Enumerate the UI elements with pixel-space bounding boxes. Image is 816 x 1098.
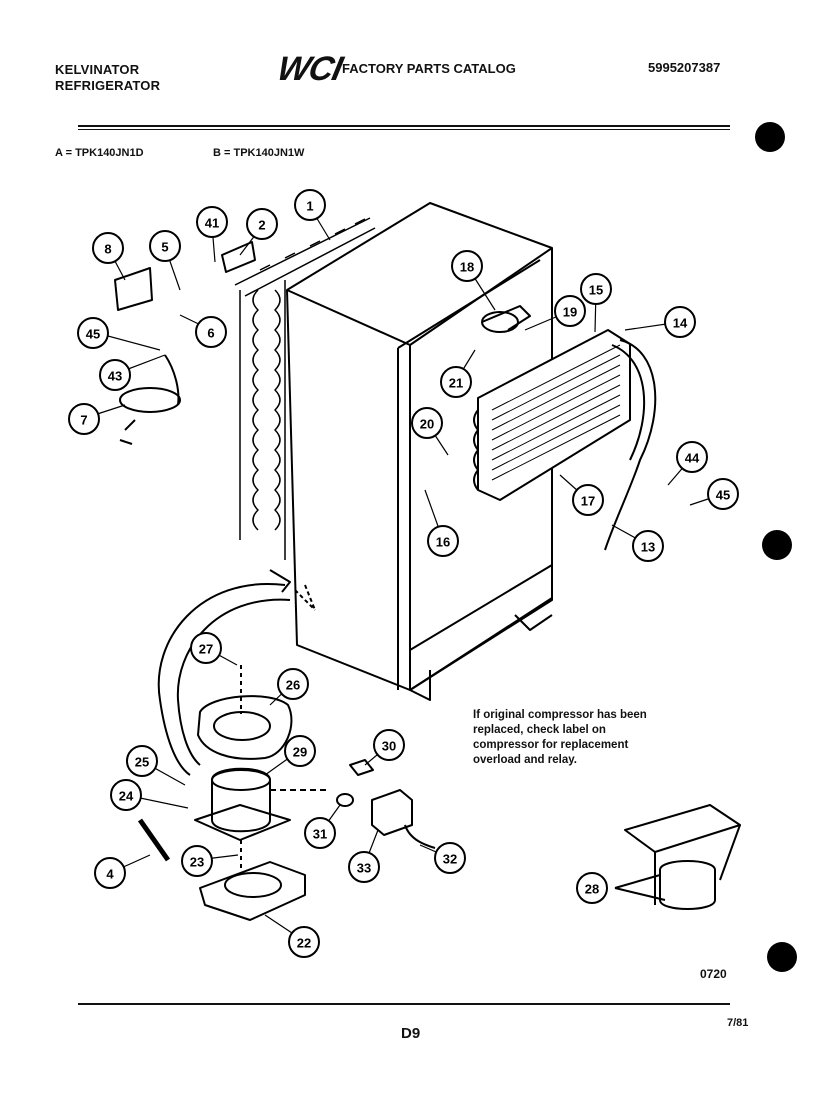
callout-number: 27 xyxy=(199,642,213,657)
callout-23: 23 xyxy=(181,845,213,877)
condenser-coil xyxy=(234,217,376,560)
drain-tube xyxy=(157,569,316,776)
callout-number: 17 xyxy=(581,494,595,509)
callout-number: 30 xyxy=(382,739,396,754)
callout-33: 33 xyxy=(348,851,380,883)
callout-5: 5 xyxy=(149,230,181,262)
callout-number: 28 xyxy=(585,882,599,897)
callout-16: 16 xyxy=(427,525,459,557)
binder-hole-bottom xyxy=(767,942,797,972)
header-rule-top xyxy=(78,125,730,127)
callout-number: 21 xyxy=(449,376,463,391)
callout-28: 28 xyxy=(576,872,608,904)
callout-15: 15 xyxy=(580,273,612,305)
callout-45: 45 xyxy=(77,317,109,349)
callout-number: 15 xyxy=(589,283,603,298)
brand-block: KELVINATOR REFRIGERATOR xyxy=(55,62,160,94)
callout-number: 8 xyxy=(104,242,111,257)
defrost-timer xyxy=(481,305,531,333)
page-number: D9 xyxy=(401,1025,421,1042)
callout-43: 43 xyxy=(99,359,131,391)
callout-number: 4 xyxy=(106,867,114,882)
header-rule-bottom xyxy=(78,129,730,130)
drain-pan xyxy=(197,665,293,760)
callout-number: 43 xyxy=(108,369,122,384)
callout-number: 7 xyxy=(80,413,87,428)
model-b-label: B = TPK140JN1W xyxy=(213,147,305,159)
callout-14: 14 xyxy=(664,306,696,338)
callout-number: 33 xyxy=(357,861,371,876)
callout-18: 18 xyxy=(451,250,483,282)
callout-number: 44 xyxy=(685,451,700,466)
relay-overload xyxy=(336,759,436,849)
callout-number: 45 xyxy=(86,327,100,342)
callout-29: 29 xyxy=(284,735,316,767)
compressor xyxy=(194,767,330,841)
brand-line-1: KELVINATOR xyxy=(55,62,140,77)
model-a-label: A = TPK140JN1D xyxy=(55,147,144,159)
callout-7: 7 xyxy=(68,403,100,435)
callout-number: 13 xyxy=(641,540,655,555)
callout-number: 19 xyxy=(563,305,577,320)
callout-number: 25 xyxy=(135,755,149,770)
binder-hole-middle xyxy=(762,530,792,560)
callout-45: 45 xyxy=(707,478,739,510)
callout-number: 2 xyxy=(258,218,265,233)
callout-32: 32 xyxy=(434,842,466,874)
catalog-date: 7/81 xyxy=(727,1017,749,1029)
compressor-replacement-note: If original compressor has been replaced… xyxy=(473,709,647,766)
callout-labels: 1 2 41 8 5 45 6 43 7 18 15 19 14 21 20 16 17 13 44 45 27 26 25… xyxy=(68,189,739,958)
callout-21: 21 xyxy=(440,366,472,398)
callout-1: 1 xyxy=(294,189,326,221)
callout-31: 31 xyxy=(304,817,336,849)
footer-rule xyxy=(78,1003,730,1005)
callout-number: 31 xyxy=(313,827,327,842)
callout-41: 41 xyxy=(196,206,228,238)
brand-line-2: REFRIGERATOR xyxy=(55,78,161,93)
callout-44: 44 xyxy=(676,441,708,473)
thermostat-bracket-2 xyxy=(221,241,256,273)
clamp-part-4 xyxy=(137,818,171,862)
callout-30: 30 xyxy=(373,729,405,761)
inset-compressor xyxy=(614,804,741,910)
callout-number: 29 xyxy=(293,745,307,760)
diagram-code: 0720 xyxy=(700,967,727,981)
binder-hole-top xyxy=(755,122,785,152)
callout-24: 24 xyxy=(110,779,142,811)
callout-number: 45 xyxy=(716,488,730,503)
compressor-base xyxy=(199,840,306,921)
catalog-part-number: 5995207387 xyxy=(648,60,721,75)
callout-8: 8 xyxy=(92,232,124,264)
callout-number: 18 xyxy=(460,260,474,275)
callout-number: 24 xyxy=(119,789,134,804)
bracket-part-8 xyxy=(114,267,153,311)
callout-6: 6 xyxy=(195,316,227,348)
callout-number: 20 xyxy=(420,417,434,432)
callout-number: 1 xyxy=(306,199,313,214)
callout-27: 27 xyxy=(190,632,222,664)
callout-2: 2 xyxy=(246,208,278,240)
callout-number: 32 xyxy=(443,852,457,867)
callout-number: 23 xyxy=(190,855,204,870)
callout-number: 5 xyxy=(161,240,168,255)
evaporator-assembly xyxy=(473,329,657,551)
callout-22: 22 xyxy=(288,926,320,958)
callout-17: 17 xyxy=(572,484,604,516)
callout-number: 26 xyxy=(286,678,300,693)
callout-number: 41 xyxy=(205,216,219,231)
callout-number: 6 xyxy=(207,326,214,341)
callout-13: 13 xyxy=(632,530,664,562)
callout-20: 20 xyxy=(411,407,443,439)
callout-number: 14 xyxy=(673,316,688,331)
catalog-title: FACTORY PARTS CATALOG xyxy=(342,61,516,76)
callout-26: 26 xyxy=(277,668,309,700)
callout-number: 16 xyxy=(436,535,450,550)
power-cord xyxy=(119,354,181,445)
callout-19: 19 xyxy=(554,295,586,327)
callout-4: 4 xyxy=(94,857,126,889)
callout-25: 25 xyxy=(126,745,158,777)
callout-number: 22 xyxy=(297,936,311,951)
